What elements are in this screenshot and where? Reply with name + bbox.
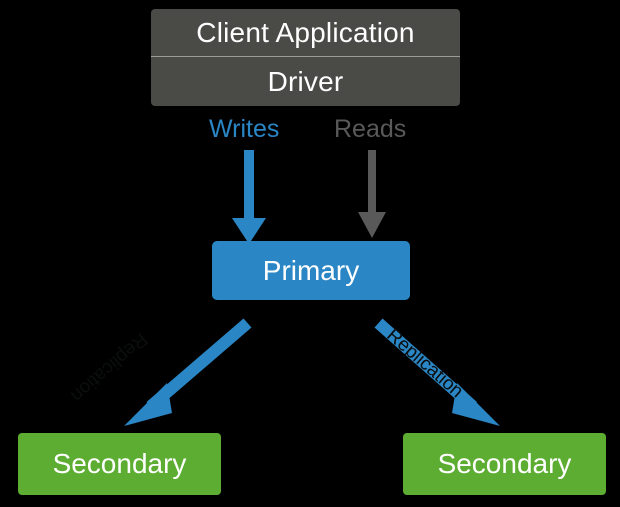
secondary-node-right[interactable]: Secondary <box>403 433 606 495</box>
writes-label: Writes <box>209 115 280 143</box>
reads-arrow-icon <box>358 150 386 238</box>
secondary-node-left[interactable]: Secondary <box>18 433 221 495</box>
driver-label: Driver <box>267 65 344 97</box>
primary-node[interactable]: Primary <box>212 241 410 300</box>
reads-label: Reads <box>334 115 407 143</box>
replication-label-right: Replication <box>382 324 468 403</box>
client-application-label: Client Application <box>151 9 460 57</box>
writes-arrow-icon <box>232 150 266 244</box>
client-stack: Client Application Driver <box>151 9 460 106</box>
replication-label-left: Replication <box>66 328 152 406</box>
